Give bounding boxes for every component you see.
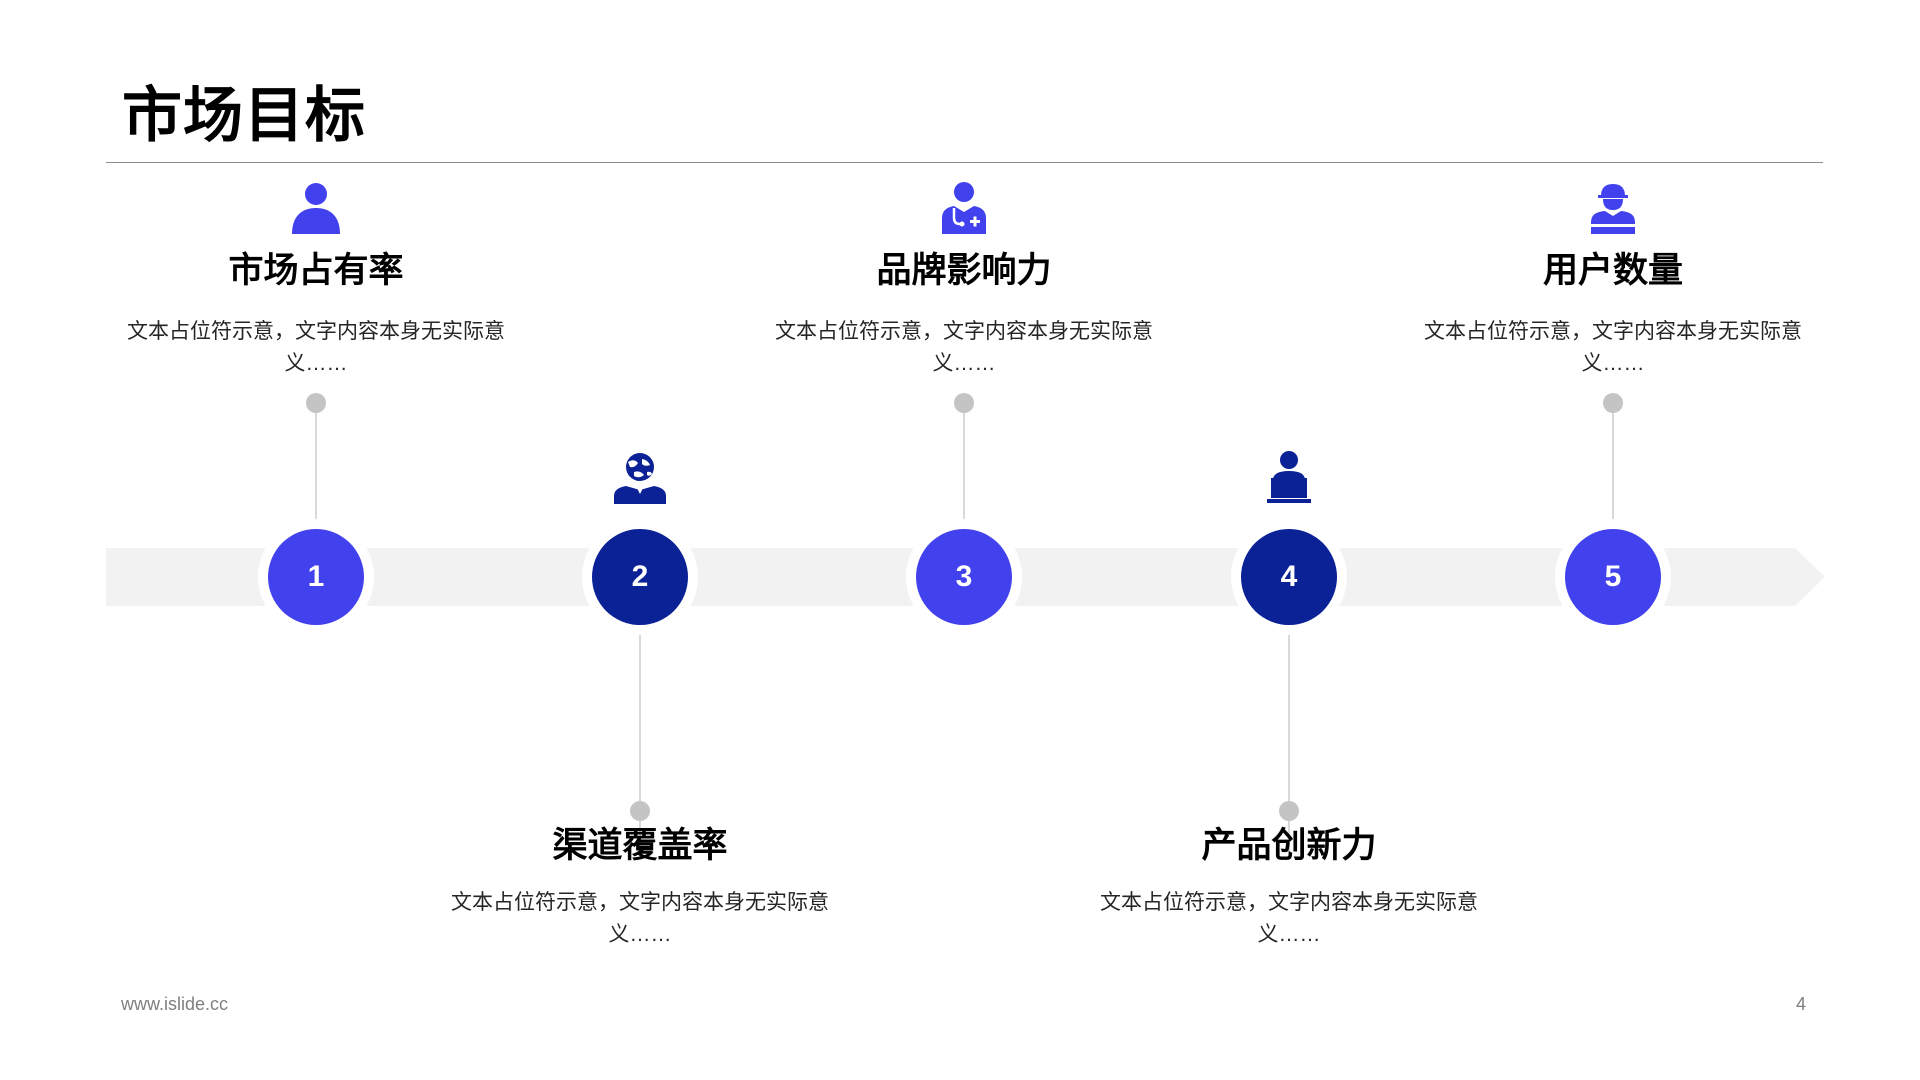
milestone-1-number: 1 bbox=[268, 529, 364, 625]
milestone-3-connector bbox=[963, 403, 965, 523]
milestone-1-heading: 市场占有率 bbox=[228, 251, 404, 290]
worker-icon bbox=[1591, 184, 1635, 234]
page-number: 4 bbox=[1796, 994, 1807, 1014]
milestone-3-number: 3 bbox=[916, 529, 1012, 625]
milestone-4-number: 4 bbox=[1241, 529, 1337, 625]
milestone-1-connector bbox=[315, 403, 317, 523]
milestone-4-connector bbox=[1288, 629, 1290, 854]
milestone-5-text: 文本占位符示意，文字内容本身无实际意义…… bbox=[1424, 320, 1802, 375]
milestone-4-heading: 产品创新力 bbox=[1201, 826, 1377, 865]
title-divider bbox=[106, 162, 1823, 163]
milestone-2-connector bbox=[639, 629, 641, 854]
milestone-2-heading: 渠道覆盖率 bbox=[552, 826, 728, 865]
milestone-3-heading: 品牌影响力 bbox=[876, 251, 1052, 290]
doctor-icon bbox=[942, 182, 986, 234]
user-icon bbox=[292, 183, 340, 234]
milestone-2-text: 文本占位符示意，文字内容本身无实际意义…… bbox=[451, 891, 829, 946]
milestone-5-dot bbox=[1603, 393, 1623, 413]
milestone-3-text: 文本占位符示意，文字内容本身无实际意义…… bbox=[775, 320, 1153, 375]
milestone-5-connector bbox=[1612, 403, 1614, 523]
globe-person-icon bbox=[614, 453, 666, 504]
milestone-2-dot bbox=[630, 801, 650, 821]
milestone-2-number: 2 bbox=[592, 529, 688, 625]
milestone-4-text: 文本占位符示意，文字内容本身无实际意义…… bbox=[1100, 891, 1478, 946]
milestone-1-dot bbox=[306, 393, 326, 413]
page-title: 市场目标 bbox=[122, 82, 366, 149]
milestone-5-heading: 用户数量 bbox=[1542, 251, 1683, 290]
milestone-1-text: 文本占位符示意，文字内容本身无实际意义…… bbox=[127, 320, 505, 375]
laptop-user-icon bbox=[1267, 451, 1311, 503]
milestone-4-dot bbox=[1279, 801, 1299, 821]
footer-url: www.islide.cc bbox=[121, 994, 229, 1014]
milestone-5-number: 5 bbox=[1565, 529, 1661, 625]
milestone-3-dot bbox=[954, 393, 974, 413]
